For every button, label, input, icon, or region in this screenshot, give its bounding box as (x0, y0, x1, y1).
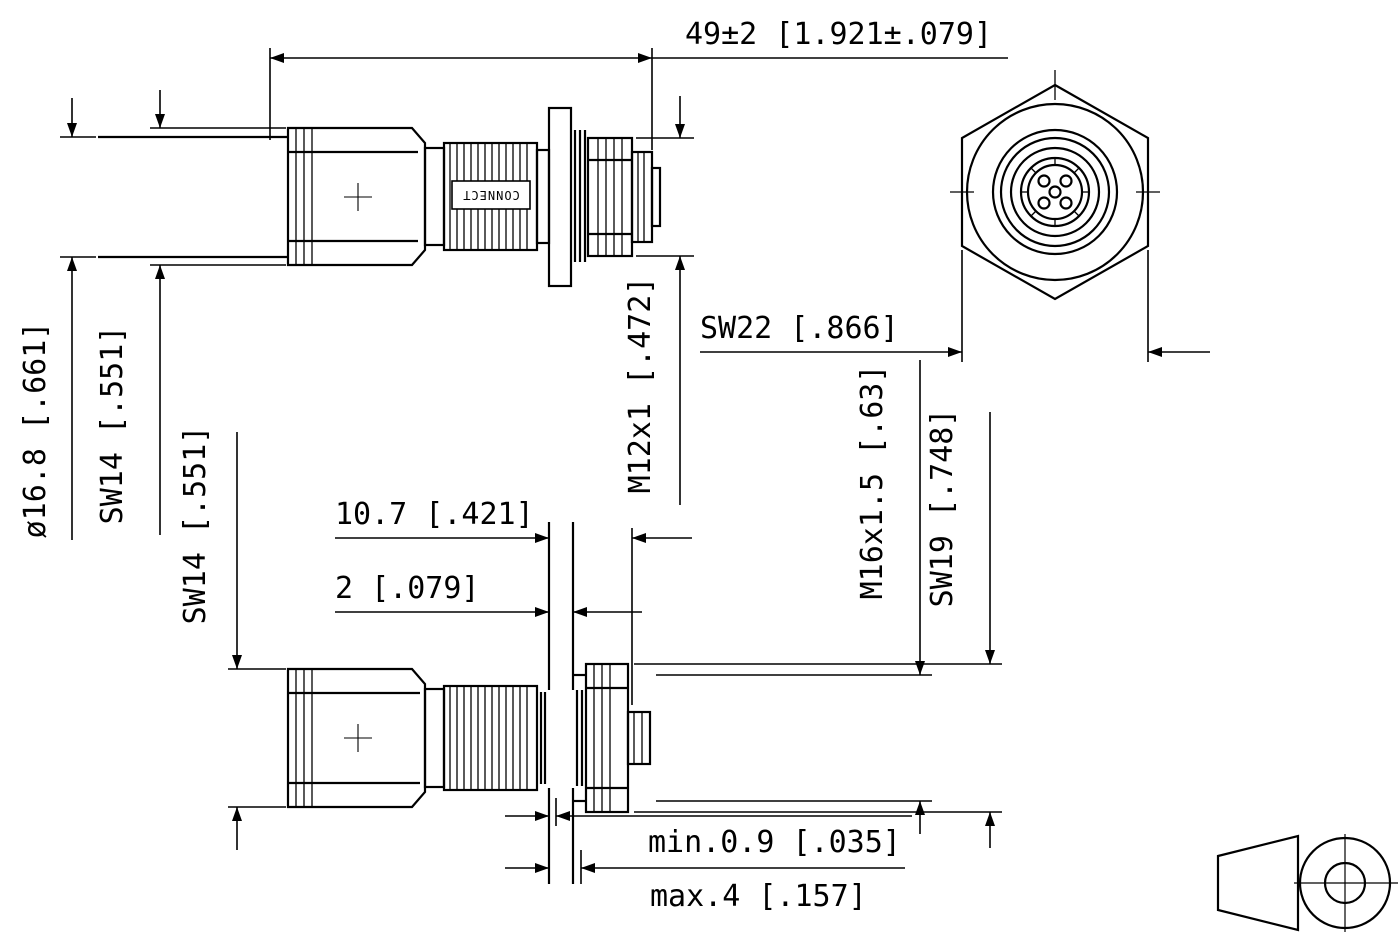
dim-panel-min: min.0.9 [.035] (648, 825, 901, 860)
side-view-plug (98, 106, 662, 288)
brand-label: CONNECT (462, 188, 520, 202)
dim-panel-max: max.4 [.157] (650, 879, 867, 914)
dim-sw19: SW19 [.748] (925, 409, 960, 608)
projection-cone-icon (1216, 834, 1300, 932)
front-view (960, 83, 1150, 301)
dimension-texts: 49±2 [1.921±.079] ø16.8 [.661] SW14 [.55… (18, 17, 992, 914)
dimension-arrows (67, 53, 1162, 873)
dim-washer-thickness: 2 [.079] (335, 571, 480, 606)
side-view-panel-mount (286, 522, 652, 884)
dim-thread-m12: M12x1 [.472] (623, 277, 658, 494)
dim-cable-diameter: ø16.8 [.661] (18, 322, 53, 539)
side-view-panel-knurl (295, 664, 643, 812)
projection-symbol (1216, 834, 1398, 932)
dim-mount-depth: 10.7 [.421] (335, 497, 534, 532)
front-view-details (950, 70, 1160, 226)
dim-sw22: SW22 [.866] (700, 311, 899, 346)
brand-label-plate: CONNECT (451, 180, 531, 210)
dim-sw14-upper: SW14 [.551] (95, 326, 130, 525)
dim-sw14-lower: SW14 [.551] (178, 426, 213, 625)
dim-thread-m16: M16x1.5 [.63] (855, 365, 890, 600)
dim-overall-length: 49±2 [1.921±.079] (685, 17, 992, 52)
